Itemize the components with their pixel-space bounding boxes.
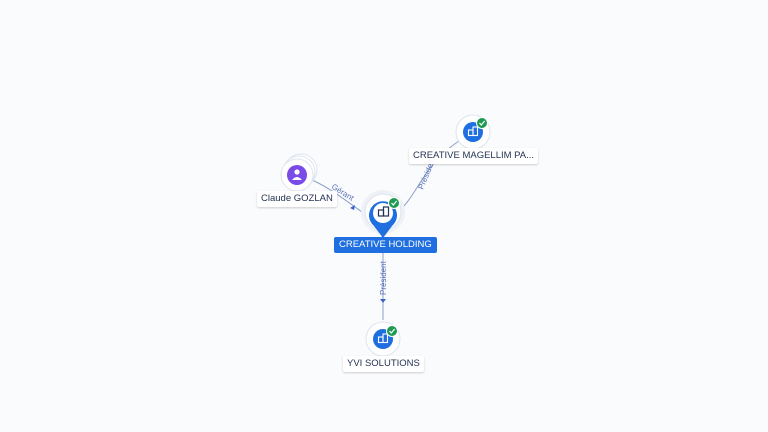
edge-arrow-left-to-center bbox=[350, 205, 355, 210]
person-icon bbox=[292, 169, 302, 180]
node-label-left[interactable]: Claude GOZLAN bbox=[257, 191, 337, 207]
building-icon bbox=[467, 126, 479, 137]
verified-badge-icon bbox=[476, 117, 488, 129]
verified-badge-icon bbox=[386, 325, 398, 337]
verified-badge-icon bbox=[388, 197, 400, 209]
node-bottom[interactable] bbox=[365, 321, 401, 357]
node-center[interactable] bbox=[361, 190, 405, 238]
node-left[interactable] bbox=[280, 153, 318, 192]
building-icon bbox=[377, 206, 390, 217]
node-top-right[interactable] bbox=[455, 114, 491, 150]
edge-left-to-center[interactable] bbox=[311, 179, 363, 213]
edge-arrow-center-to-bottom bbox=[380, 299, 386, 303]
node-label-center[interactable]: CREATIVE HOLDING bbox=[334, 237, 437, 253]
building-icon bbox=[377, 333, 389, 344]
node-label-bottom[interactable]: YVI SOLUTIONS bbox=[343, 356, 424, 372]
edge-label-center-to-bottom: Président bbox=[379, 260, 388, 295]
node-label-top-right[interactable]: CREATIVE MAGELLIM PA... bbox=[409, 148, 539, 164]
